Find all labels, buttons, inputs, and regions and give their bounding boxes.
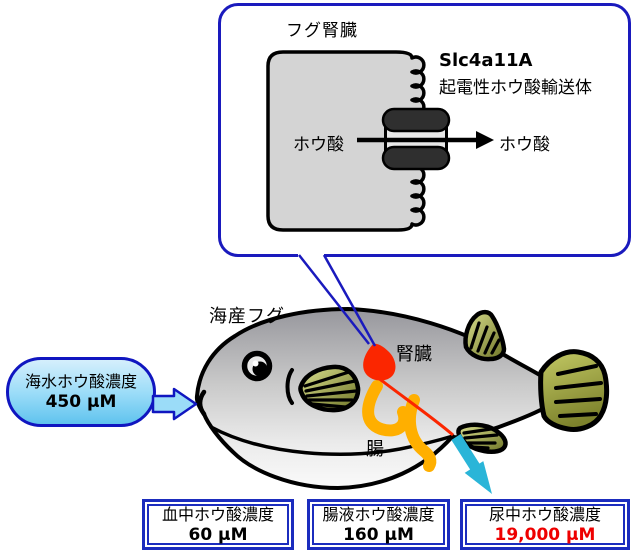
seawater-arrow [151,387,198,421]
anal-fin-stripes [462,427,499,450]
urine-concentration-label: 尿中ホウ酸濃度 [488,504,601,524]
transporter-desc-label: 起電性ホウ酸輸送体 [439,78,592,98]
callout-border-gap [298,251,324,260]
tail-fin [538,349,610,432]
urine-arrow-head [464,461,492,494]
intestine-label: 腸 [366,439,384,460]
species-label: 海産フグ [209,306,285,327]
intestinal-fluid-concentration-value: 160 μM [343,524,414,545]
transporter-name-label: Slc4a11A [439,50,533,71]
kidney-cell [266,50,426,232]
blood-concentration-box: 血中ホウ酸濃度 60 μM [142,499,294,550]
transporter-subunit-bottom [381,145,451,171]
seawater-value: 450 μM [45,392,117,412]
fish-belly-line [209,425,455,456]
transport-arrow-head [476,131,494,149]
tail-fin-stripes [554,364,603,418]
intestinal-fluid-concentration-box: 腸液ホウ酸濃度 160 μM [307,499,450,550]
kidney-label: 腎臓 [396,344,432,365]
blood-concentration-value: 60 μM [188,524,248,545]
dorsal-fin-stripes [469,321,501,355]
fish-eye-highlight [252,360,259,367]
transporter-subunit-top [381,107,451,133]
callout-pointer-lines [298,254,377,347]
intestinal-fluid-concentration-label: 腸液ホウ酸濃度 [322,504,435,524]
seawater-capsule: 海水ホウ酸濃度 450 μM [6,357,156,427]
boric-acid-outside-label: ホウ酸 [499,135,550,155]
intestine [362,380,437,472]
kidney-organ [363,343,396,381]
urine-concentration-value: 19,000 μM [494,524,596,545]
boric-acid-inside-label: ホウ酸 [293,135,344,155]
seawater-label: 海水ホウ酸濃度 [24,372,137,391]
pectoral-fin-stripes [303,370,358,409]
fish-mouth [197,389,207,417]
pectoral-fin-base [285,368,294,405]
urinary-duct [376,375,454,437]
kidney-panel-title: フグ腎臓 [286,21,358,41]
urine-arrow-shaft [451,434,482,473]
blood-concentration-label: 血中ホウ酸濃度 [161,504,274,524]
urine-concentration-box: 尿中ホウ酸濃度 19,000 μM [460,499,630,550]
